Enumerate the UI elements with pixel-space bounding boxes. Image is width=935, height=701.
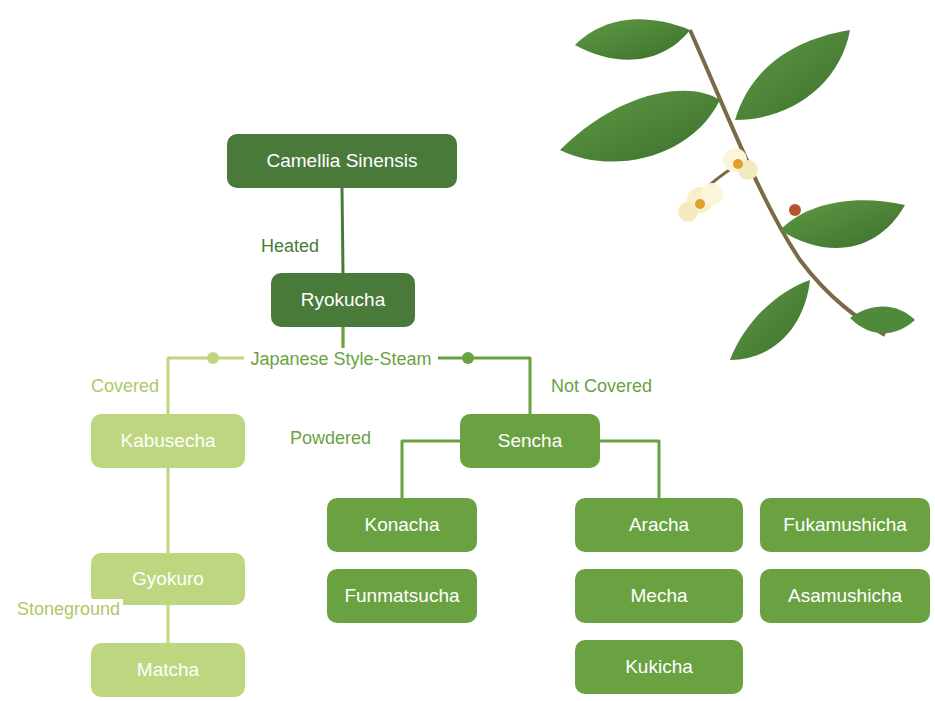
tea-name: Kabusecha [120, 430, 215, 453]
tea-name: Asamushicha [788, 585, 902, 608]
tea-name: Aracha [629, 514, 689, 537]
tea-box: Aracha [575, 498, 743, 552]
tea-box: Ryokucha [271, 273, 415, 327]
tea-name: Ryokucha [301, 289, 386, 312]
process-label: Not Covered [548, 376, 655, 398]
process-label: Heated [258, 236, 322, 258]
branch-line [167, 605, 170, 643]
tea-box: Gyokuro [91, 553, 245, 605]
tea-box: Fukamushicha [760, 498, 930, 552]
tea-name: Sencha [498, 430, 562, 453]
process-label: Powdered [287, 428, 374, 450]
tea-box: Camellia Sinensis [227, 134, 457, 188]
branch-line [402, 441, 460, 498]
tea-box: Matcha [91, 643, 245, 697]
process-label: Stoneground [14, 599, 123, 621]
tea-name: Camellia Sinensis [266, 150, 417, 173]
tea-box: Mecha [575, 569, 743, 623]
tea-name: Matcha [137, 659, 199, 682]
branch-line [167, 468, 170, 553]
tea-name: Kukicha [625, 656, 693, 679]
branch-line [600, 441, 659, 498]
tea-name: Gyokuro [132, 568, 204, 591]
tea-box: Sencha [460, 414, 600, 468]
tea-name: Fukamushicha [783, 514, 907, 537]
branch-line [342, 188, 343, 273]
tea-box: Asamushicha [760, 569, 930, 623]
tea-name: Mecha [630, 585, 687, 608]
tea-box: Konacha [327, 498, 477, 552]
tea-box: Funmatsucha [327, 569, 477, 623]
tea-name: Funmatsucha [344, 585, 459, 608]
tea-name: Konacha [364, 514, 439, 537]
process-label: Covered [88, 376, 162, 398]
tea-box: Kabusecha [91, 414, 245, 468]
tea-box: Kukicha [575, 640, 743, 694]
method-label: Japanese Style-Steam [244, 348, 437, 372]
